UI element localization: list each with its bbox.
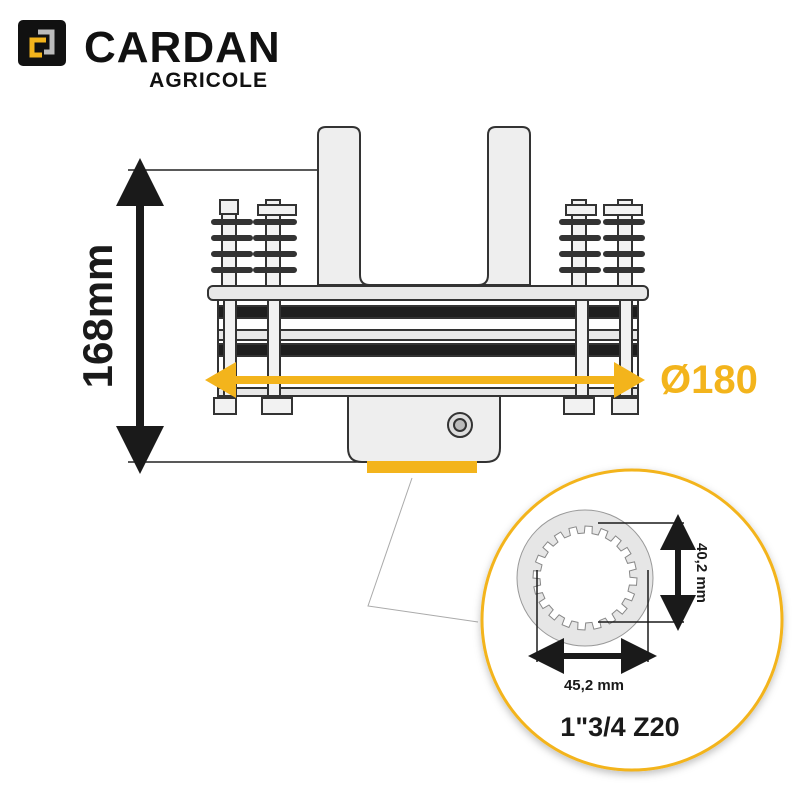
logo-brand: CARDAN	[84, 23, 281, 72]
shaft-bore-highlight	[367, 461, 477, 473]
springs	[211, 199, 645, 287]
height-dimension: 168mm	[74, 158, 366, 474]
hub	[347, 395, 501, 463]
yoke	[317, 126, 531, 286]
clutch-illustration	[207, 126, 649, 473]
height-label: 168mm	[74, 244, 121, 389]
spline-width-label: 45,2 mm	[564, 677, 624, 694]
spline-spec-label: 1"3/4 Z20	[560, 712, 679, 742]
spline-detail: 40,2 mm 45,2 mm 1"3/4 Z20	[480, 468, 784, 772]
logo-mark-icon	[18, 20, 66, 66]
diameter-dimension: Ø180	[205, 358, 758, 402]
diameter-label: Ø180	[660, 358, 758, 402]
spline-height-label: 40,2 mm	[693, 543, 710, 603]
leader-line	[367, 477, 479, 623]
logo-sub: AGRICOLE	[149, 69, 268, 92]
logo: CARDAN AGRICOLE	[18, 20, 281, 92]
